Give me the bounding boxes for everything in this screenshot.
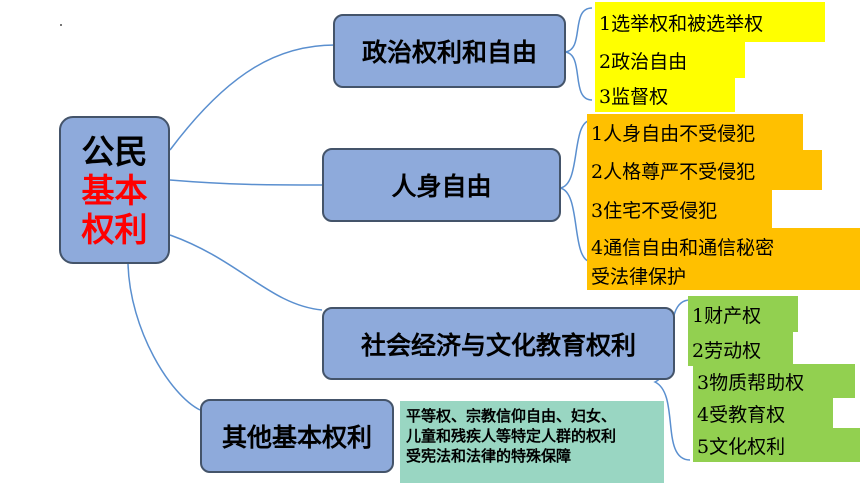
bracket-political bbox=[564, 7, 593, 101]
connector-root-political bbox=[169, 44, 336, 151]
personal-item-5: 受法律保护 bbox=[587, 260, 860, 290]
political-item-3: 3监督权 bbox=[595, 78, 735, 112]
connector-root-other bbox=[127, 263, 201, 411]
root-line-2: 基本 bbox=[81, 170, 148, 210]
category-other-rights: 其他基本权利 bbox=[200, 399, 394, 473]
political-item-2: 2政治自由 bbox=[595, 42, 745, 78]
root-line-3: 权利 bbox=[81, 209, 148, 249]
personal-item-1: 1人身自由不受侵犯 bbox=[587, 114, 803, 150]
root-line-1: 公民 bbox=[81, 131, 148, 171]
category-social-economic-cultural: 社会经济与文化教育权利 bbox=[322, 307, 675, 380]
social-item-5: 5文化权利 bbox=[693, 428, 860, 462]
other-rights-note: 平等权、宗教信仰自由、妇女、 儿童和残疾人等特定人群的权利 受宪法和法律的特殊保… bbox=[400, 401, 664, 483]
personal-item-4: 4通信自由和通信秘密 bbox=[587, 228, 860, 264]
social-item-3: 3物质帮助权 bbox=[693, 364, 855, 398]
political-item-1: 1选举权和被选举权 bbox=[595, 2, 825, 42]
note-line-2: 儿童和残疾人等特定人群的权利 bbox=[406, 427, 617, 445]
category-political-rights: 政治权利和自由 bbox=[333, 14, 566, 88]
connector-root-personal bbox=[169, 179, 323, 186]
personal-item-2: 2人格尊严不受侵犯 bbox=[587, 150, 822, 190]
stray-dot bbox=[60, 24, 62, 26]
social-item-4: 4受教育权 bbox=[693, 396, 833, 430]
connector-root-social bbox=[169, 234, 323, 311]
personal-item-3: 3住宅不受侵犯 bbox=[587, 190, 772, 228]
category-personal-freedom: 人身自由 bbox=[322, 148, 561, 222]
root-node: 公民 基本 权利 bbox=[59, 116, 170, 264]
note-line-3: 受宪法和法律的特殊保障 bbox=[406, 447, 572, 465]
social-item-2: 2劳动权 bbox=[688, 332, 793, 366]
social-item-1: 1财产权 bbox=[688, 296, 798, 332]
note-line-1: 平等权、宗教信仰自由、妇女、 bbox=[406, 407, 617, 425]
